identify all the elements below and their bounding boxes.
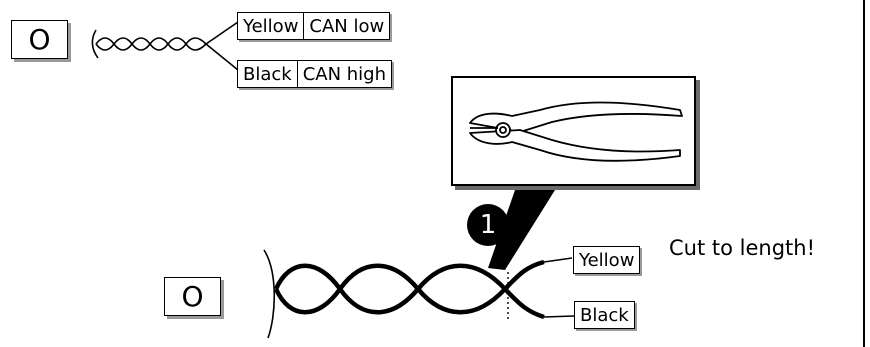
step-marker <box>467 204 509 246</box>
wire-signal: CAN low <box>303 13 389 39</box>
bottom-connector-label: O <box>164 277 221 316</box>
pliers-callout <box>451 76 700 270</box>
wire-signal: CAN high <box>296 61 391 87</box>
wire-color: Yellow <box>243 15 299 37</box>
callout-pointer <box>488 190 555 270</box>
top-wire-label-yellow: Yellow CAN low <box>237 12 391 40</box>
side-cutter-pliers-icon <box>469 101 683 162</box>
bottom-twisted-pair <box>263 249 575 339</box>
top-twisted-pair <box>91 21 239 71</box>
instruction-text: Cut to length! <box>669 236 815 260</box>
top-connector-label: O <box>11 20 68 59</box>
top-wire-label-black: Black CAN high <box>237 60 393 88</box>
bottom-wire-label-black: Black <box>574 301 635 329</box>
bottom-wire-label-yellow: Yellow <box>573 246 641 274</box>
wire-color: Black <box>243 63 292 85</box>
step-number: 1 <box>479 210 497 240</box>
